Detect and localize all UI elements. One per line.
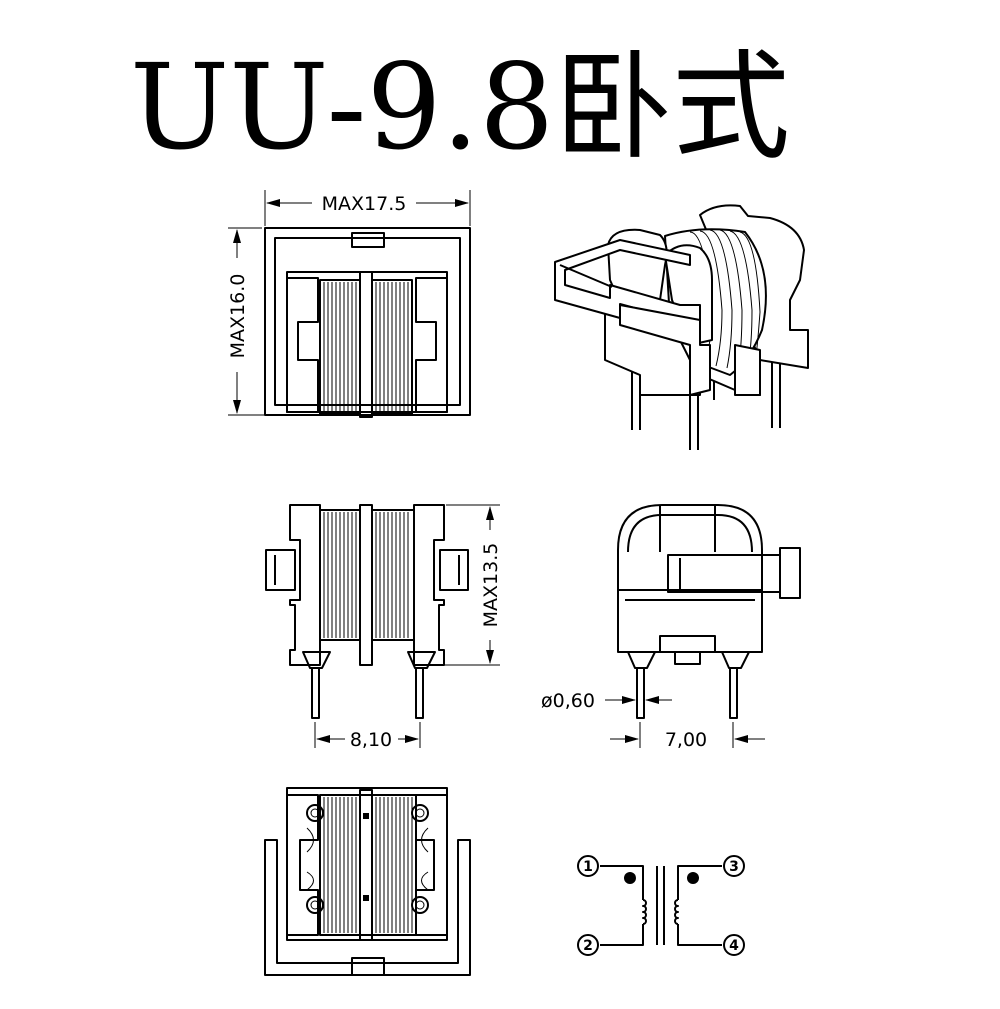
- isometric-view: [554, 204, 809, 450]
- front-view-winding-lines: [323, 512, 409, 638]
- top-view-winding-lines: [323, 282, 409, 412]
- side-view: ø0,60 7,00: [541, 504, 801, 751]
- pin-3-label: 3: [729, 859, 739, 875]
- page-title: UU-9.8卧式: [130, 38, 790, 176]
- dim-pin-pitch-side-label: 7,00: [665, 729, 707, 751]
- pin-1-label: 1: [583, 859, 593, 875]
- pin-marker-1: 1: [577, 855, 599, 877]
- top-view: MAX17.5 MAX16.0: [227, 190, 471, 418]
- dim-pin-diameter-label: ø0,60: [541, 690, 595, 712]
- dim-pin-pitch-front-label: 8,10: [350, 729, 392, 751]
- pin-marker-3: 3: [723, 855, 745, 877]
- bottom-view-winding-lines: [323, 797, 413, 933]
- polarity-dot-left: [624, 872, 636, 884]
- dim-width-label: MAX17.5: [322, 193, 407, 215]
- front-view: MAX13.5 8,10: [265, 504, 502, 751]
- dim-body-height-label: MAX13.5: [480, 543, 502, 628]
- bottom-view: [264, 787, 471, 976]
- pin-2-label: 2: [583, 938, 593, 954]
- pin-marker-2: 2: [577, 934, 599, 956]
- polarity-dot-right: [687, 872, 699, 884]
- dim-height-label: MAX16.0: [227, 274, 249, 359]
- pin-marker-4: 4: [723, 934, 745, 956]
- schematic: 1 2 3 4: [577, 855, 745, 956]
- pin-4-label: 4: [729, 938, 739, 954]
